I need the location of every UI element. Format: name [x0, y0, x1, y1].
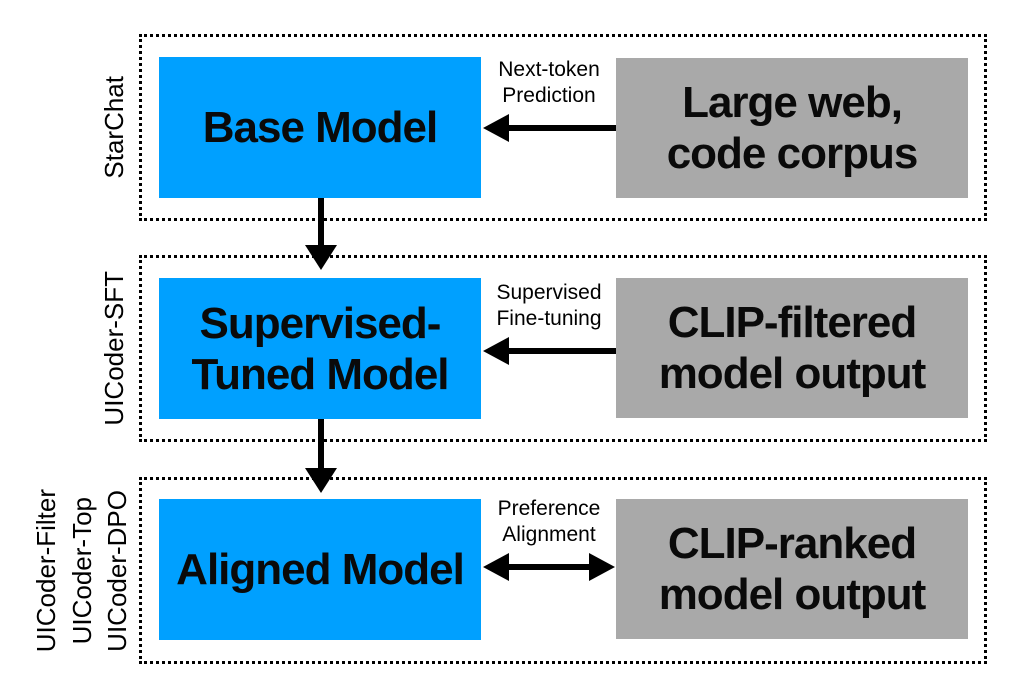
- stage2-label-uicoder-sft: UICoder-SFT: [98, 271, 129, 426]
- process-label-line: Supervised: [496, 281, 602, 304]
- process-label-line: Next-token: [498, 58, 600, 81]
- process-supervised-fine-tuning: Supervised Fine-tuning: [481, 280, 617, 365]
- data-label-line: model output: [658, 349, 927, 398]
- model-label-line: Aligned Model: [176, 545, 465, 594]
- clip-ranked-output-box: CLIP-ranked model output: [616, 499, 968, 639]
- double-arrow: [481, 553, 617, 581]
- process-label-line: Preference: [497, 497, 601, 520]
- process-next-token-prediction: Next-token Prediction: [481, 57, 617, 142]
- web-code-corpus-box: Large web, code corpus: [616, 58, 968, 198]
- base-model-box: Base Model: [159, 57, 481, 198]
- arrowhead-left-icon: [483, 337, 509, 365]
- data-label-line: model output: [658, 570, 927, 619]
- clip-filtered-output-label: CLIP-filtered model output: [658, 297, 927, 399]
- model-label-line: Tuned Model: [191, 349, 449, 399]
- stage3-side-label-zone: UICoder-Filter UICoder-Top UICoder-DPO: [26, 477, 138, 664]
- process-label-line: Prediction: [502, 84, 596, 107]
- arrow-shaft: [318, 419, 324, 469]
- stage3-dotted-frame: [139, 477, 987, 664]
- aligned-model-label: Aligned Model: [176, 544, 465, 595]
- stage1-label-starchat: StarChat: [98, 76, 129, 179]
- clip-ranked-output-label: CLIP-ranked model output: [658, 518, 927, 620]
- stage3-label-uicoder-dpo: UICoder-DPO: [102, 489, 133, 652]
- process-label: Preference Alignment: [481, 496, 617, 548]
- clip-filtered-output-box: CLIP-filtered model output: [616, 278, 968, 418]
- process-label: Next-token Prediction: [481, 57, 617, 109]
- data-label-line: CLIP-ranked: [667, 519, 917, 568]
- left-arrow: [481, 114, 617, 142]
- data-label-line: code corpus: [666, 129, 919, 178]
- stage2-dotted-frame: [139, 255, 987, 442]
- process-label-line: Fine-tuning: [496, 307, 602, 330]
- data-label-line: Large web,: [682, 78, 903, 127]
- process-label-line: Alignment: [502, 523, 596, 546]
- data-label-line: CLIP-filtered: [667, 298, 918, 347]
- supervised-tuned-model-label: Supervised- Tuned Model: [191, 298, 449, 400]
- process-label: Supervised Fine-tuning: [481, 280, 617, 332]
- arrow-shaft: [505, 125, 616, 131]
- stage1-side-label-zone: StarChat: [88, 34, 140, 221]
- arrowhead-left-icon: [483, 114, 509, 142]
- process-preference-alignment: Preference Alignment: [481, 496, 617, 581]
- arrowhead-right-icon: [589, 553, 615, 581]
- supervised-tuned-model-box: Supervised- Tuned Model: [159, 278, 481, 419]
- stage2-side-label-zone: UICoder-SFT: [88, 255, 140, 442]
- stage3-label-uicoder-filter: UICoder-Filter: [31, 488, 62, 653]
- base-model-label: Base Model: [202, 102, 439, 153]
- aligned-model-box: Aligned Model: [159, 499, 481, 640]
- web-code-corpus-label: Large web, code corpus: [666, 77, 919, 179]
- stage1-dotted-frame: [139, 34, 987, 221]
- left-arrow: [481, 337, 617, 365]
- arrowhead-down-icon: [305, 468, 337, 493]
- down-arrow-2: [305, 419, 337, 493]
- stage3-label-uicoder-top: UICoder-Top: [66, 496, 97, 645]
- arrow-shaft: [505, 564, 593, 570]
- arrow-shaft: [318, 198, 324, 246]
- model-label-line: Supervised-: [199, 298, 442, 348]
- arrow-shaft: [505, 348, 616, 354]
- model-label-line: Base Model: [202, 103, 439, 152]
- arrowhead-left-icon: [483, 553, 509, 581]
